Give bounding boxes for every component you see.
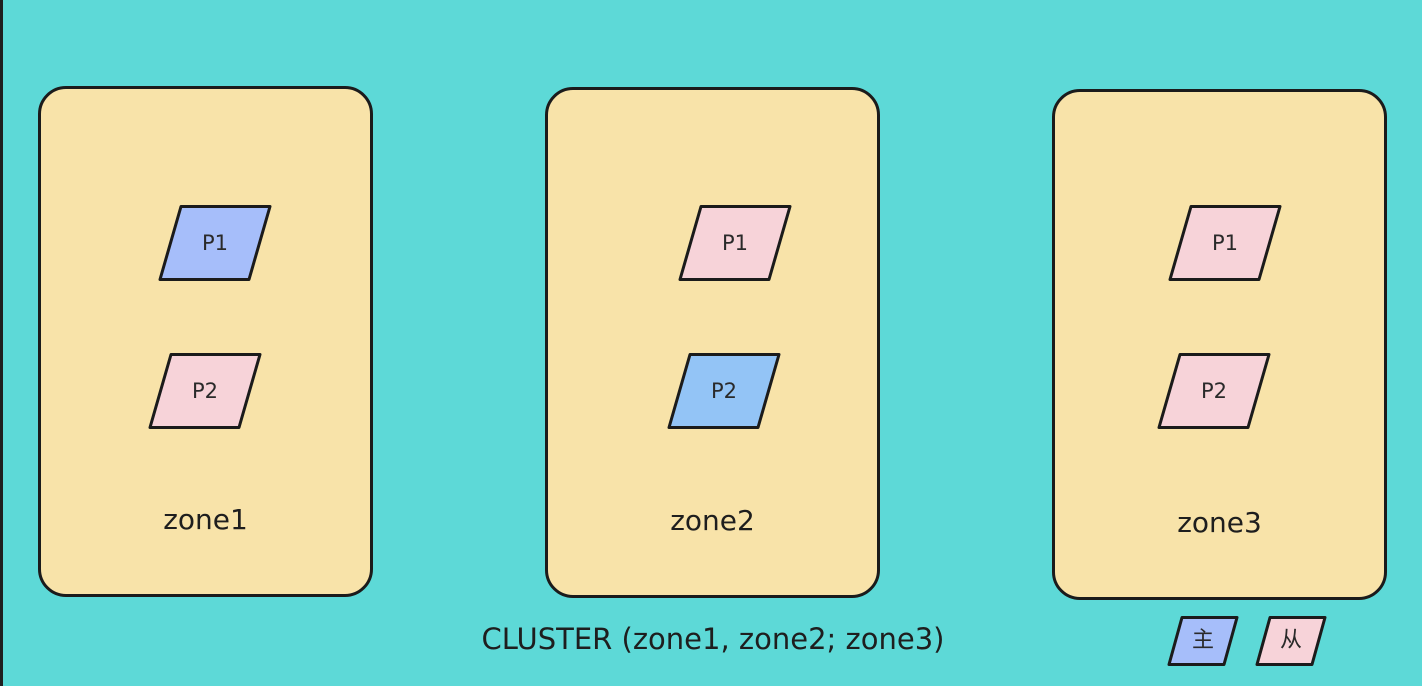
legend-leader-label: 主 xyxy=(1191,628,1214,653)
zone-1: P1 P2 zone1 xyxy=(38,86,373,597)
partition-shape xyxy=(1157,353,1271,429)
legend-follower: 从 xyxy=(1255,616,1327,666)
cluster-background: P1 P2 zone1 P1 P2 zone2 xyxy=(3,0,1422,686)
partition-p2: P2 xyxy=(1157,353,1271,429)
zone-3: P1 P2 zone3 xyxy=(1052,89,1387,600)
legend-leader: 主 xyxy=(1167,616,1239,666)
legend-follower-label: 从 xyxy=(1279,628,1302,653)
partition-label: P1 xyxy=(1211,231,1239,255)
legend-leader-shape xyxy=(1167,616,1239,666)
partition-shape xyxy=(667,353,781,429)
partition-label: P1 xyxy=(201,231,229,255)
partition-label: P2 xyxy=(1200,379,1228,403)
partition-p1: P1 xyxy=(158,205,272,281)
zone-2: P1 P2 zone2 xyxy=(545,87,880,598)
partition-label: P2 xyxy=(710,379,738,403)
partition-p2: P2 xyxy=(148,353,262,429)
partition-shape xyxy=(1168,205,1282,281)
cluster-label: CLUSTER (zone1, zone2; zone3) xyxy=(481,622,945,656)
partition-label: P1 xyxy=(721,231,749,255)
legend-follower-shape xyxy=(1255,616,1327,666)
partition-p1: P1 xyxy=(678,205,792,281)
partition-p1: P1 xyxy=(1168,205,1282,281)
partition-shape xyxy=(678,205,792,281)
zone-label: zone3 xyxy=(1177,506,1262,539)
partition-shape xyxy=(148,353,262,429)
zone-label: zone2 xyxy=(670,504,755,537)
partition-shape xyxy=(158,205,272,281)
partition-p2: P2 xyxy=(667,353,781,429)
zone-label: zone1 xyxy=(163,503,248,536)
partition-label: P2 xyxy=(191,379,219,403)
